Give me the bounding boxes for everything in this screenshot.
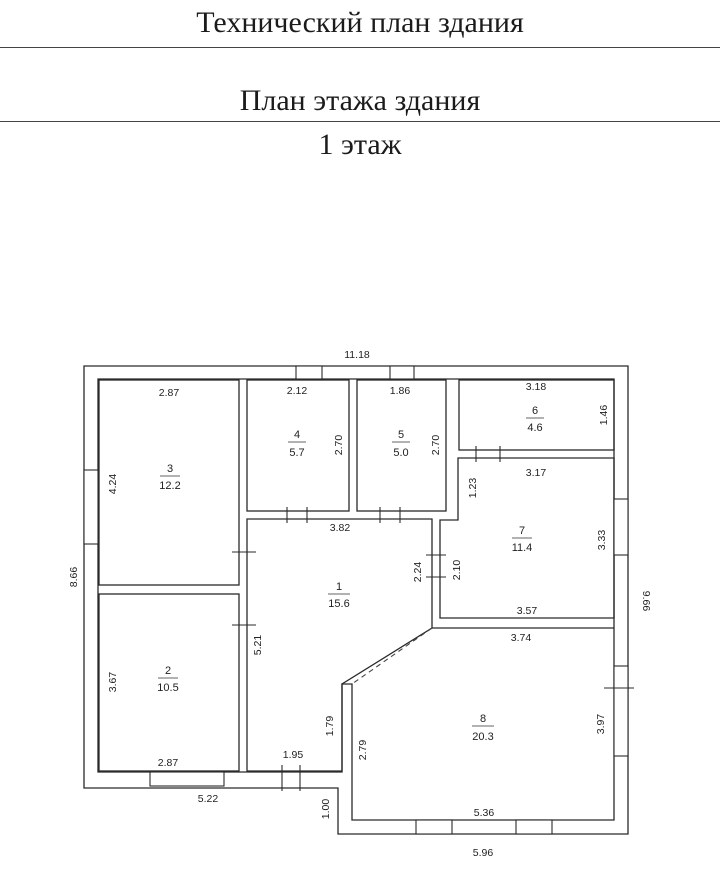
room-1-8-boundary: [351, 627, 433, 685]
room-7-number: 7: [519, 525, 525, 537]
room-6-dim-width: 3.18: [526, 381, 547, 393]
room-6-area: 4.6: [527, 422, 542, 434]
room-1-dim-lower-side: 1.79: [324, 716, 336, 737]
room-7-dim-side: 2.10: [451, 560, 463, 581]
room-7-area: 11.4: [512, 542, 533, 554]
window-room-8-bottom-right: [515, 819, 553, 835]
room-1-dim-side: 2.24: [412, 562, 424, 583]
floor-label: 1 этаж: [318, 128, 402, 161]
room-3-outline: [98, 379, 240, 586]
room-6-dim-height: 1.46: [598, 405, 610, 426]
room-1-dim-height: 5.21: [252, 635, 264, 656]
room-5-number: 5: [398, 429, 404, 441]
room-5-outline: [356, 379, 447, 512]
outer-wall-inner: [97, 378, 615, 821]
room-8-dim-side: 2.79: [357, 740, 369, 761]
room-4-dim-height: 2.70: [333, 435, 345, 456]
room-4-area: 5.7: [289, 447, 304, 459]
room-8-number: 8: [480, 713, 486, 725]
dim-bottom-right: 5.96: [473, 847, 494, 859]
room-7-dim-height: 3.33: [596, 530, 608, 551]
outer-wall-outer: [83, 365, 629, 835]
room-8-dim-width-bottom: 5.36: [474, 807, 495, 819]
window-room-7: [613, 498, 629, 556]
window-room-8-side: [613, 665, 629, 757]
room-8-dim-height: 3.97: [595, 714, 607, 735]
room-1-outline: [246, 518, 433, 772]
window-room-2: [149, 771, 225, 787]
room-1-dim-width-bottom: 1.95: [283, 749, 304, 761]
window-room-3: [83, 469, 99, 545]
room-5-area: 5.0: [393, 447, 408, 459]
plan-title: План этажа здания: [239, 84, 481, 117]
room-1-dim-width-top: 3.82: [330, 522, 351, 534]
header-divider: [0, 47, 720, 48]
room-7-dim-width-top: 3.17: [526, 467, 547, 479]
window-room-5: [389, 365, 415, 380]
dim-right-total: 9.66: [640, 591, 652, 612]
room-7-outline: [439, 457, 615, 619]
room-2-area: 10.5: [157, 682, 178, 694]
room-7-dim-width-bottom: 3.57: [517, 605, 538, 617]
dim-left-total: 8.66: [68, 567, 80, 588]
window-room-8-bottom-left: [415, 819, 453, 835]
room-8-dim-width-top: 3.74: [511, 632, 532, 644]
room-5-dim-width: 1.86: [390, 385, 411, 397]
room-2-dim-width: 2.87: [158, 757, 179, 769]
room-5-dim-height: 2.70: [430, 435, 442, 456]
room-1-area: 15.6: [328, 598, 349, 610]
room-3-number: 3: [167, 463, 173, 475]
room-3-dim-height: 4.24: [107, 474, 119, 495]
room-6-outline: [458, 379, 615, 451]
dim-step-height: 1.00: [320, 799, 332, 820]
dim-bottom-left: 5.22: [198, 793, 219, 805]
room-4-dim-width: 2.12: [287, 385, 308, 397]
room-4-outline: [246, 379, 350, 512]
room-7-dim-notch: 1.23: [467, 478, 479, 499]
window-room-4: [295, 365, 323, 380]
dim-top-total: 11.18: [344, 349, 370, 361]
room-2-outline: [98, 593, 240, 772]
room-3-dim-width: 2.87: [159, 387, 180, 399]
page-title: Технический план здания: [196, 6, 524, 39]
room-4-number: 4: [294, 429, 300, 441]
room-8-area: 20.3: [472, 731, 493, 743]
room-6-number: 6: [532, 405, 538, 417]
room-2-number: 2: [165, 665, 171, 677]
room-3-area: 12.2: [159, 480, 180, 492]
door-marks: [232, 446, 634, 791]
plan-divider: [0, 121, 720, 122]
room-2-dim-height: 3.67: [107, 672, 119, 693]
room-1-number: 1: [336, 581, 342, 593]
